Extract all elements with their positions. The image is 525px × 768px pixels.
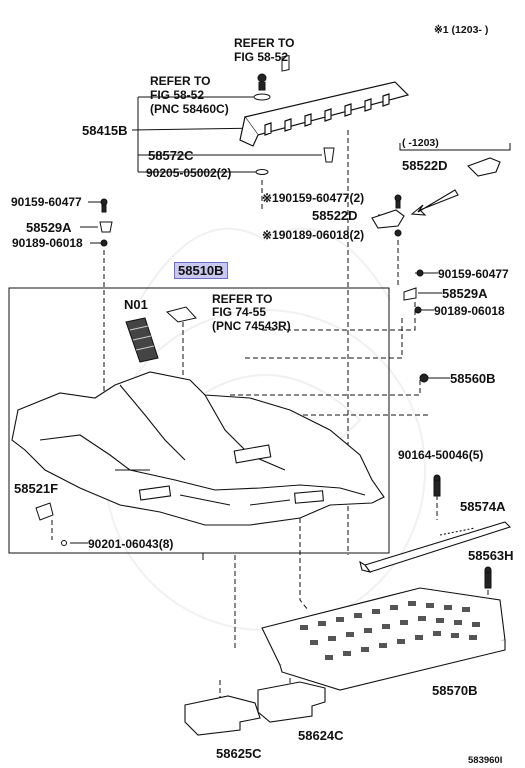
part-58574A[interactable]: 58574A [460, 499, 506, 514]
pad-N01 [125, 317, 159, 363]
part-90164-50046[interactable]: 90164-50046(5) [398, 448, 484, 462]
part-90159-60477-left[interactable]: 90159-60477 [11, 195, 82, 209]
part-90189-06018-note1[interactable]: ※190189-06018(2) [262, 228, 365, 242]
part-N01[interactable]: N01 [124, 297, 148, 312]
part-58522D-top[interactable]: 58522D [402, 158, 448, 173]
part-90201-06043[interactable]: 90201-06043(8) [88, 537, 174, 551]
part-58624C[interactable]: 58624C [298, 728, 344, 743]
deck-board-58570B [261, 587, 506, 691]
part-58625C[interactable]: 58625C [216, 746, 262, 761]
fasteners [61, 73, 492, 589]
part-90189-06018-left[interactable]: 90189-06018 [12, 236, 83, 250]
plate-ref-74-55 [165, 306, 197, 323]
refer-fig-58-52-pnc-line1: REFER TO [150, 74, 211, 88]
refer-fig-58-52-top-line2: FIG 58-52 [234, 50, 289, 64]
direction-arrow [410, 189, 459, 216]
floor-carpet [11, 371, 385, 526]
refer-fig-74-55-line3: (PNC 74543R) [212, 319, 291, 333]
part-58521F[interactable]: 58521F [14, 481, 59, 496]
refer-fig-58-52-pnc-line3: (PNC 58460C) [150, 102, 229, 116]
part-58570B[interactable]: 58570B [432, 683, 478, 698]
part-58560B[interactable]: 58560B [450, 371, 496, 386]
rail-58574A [359, 521, 512, 573]
part-90189-06018-right[interactable]: 90189-06018 [434, 304, 505, 318]
bracket-58522D [371, 157, 501, 229]
part-90159-60477-note1[interactable]: ※190159-60477(2) [262, 191, 365, 205]
scuff-plate-58415B [239, 54, 410, 147]
refer-fig-74-55-line2: FIG 74-55 [212, 305, 267, 319]
header-note: ※1 (1203- ) [434, 24, 489, 36]
board-58624C [257, 681, 326, 723]
board-58625C [184, 695, 261, 736]
diagram-id: 583960I [468, 755, 503, 766]
part-58510B[interactable]: 58510B [174, 262, 228, 279]
clip-58521F [35, 502, 54, 521]
part-58529A-left[interactable]: 58529A [26, 220, 72, 235]
refer-fig-74-55-line1: REFER TO [212, 292, 273, 306]
part-58529A-right[interactable]: 58529A [442, 286, 488, 301]
refer-fig-58-52-pnc-line2: FIG 58-52 [150, 88, 205, 102]
part-90205-05002[interactable]: 90205-05002(2) [146, 166, 232, 180]
bracket-note: ( -1203) [402, 137, 439, 149]
part-90159-60477-right[interactable]: 90159-60477 [438, 267, 509, 281]
refer-fig-58-52-top-line1: REFER TO [234, 36, 295, 50]
part-58563H[interactable]: 58563H [468, 548, 514, 563]
assembly-box [8, 287, 390, 554]
part-58572C[interactable]: 58572C [148, 148, 194, 163]
part-58522D-mid[interactable]: 58522D [312, 208, 358, 223]
part-58415B[interactable]: 58415B [82, 123, 128, 138]
